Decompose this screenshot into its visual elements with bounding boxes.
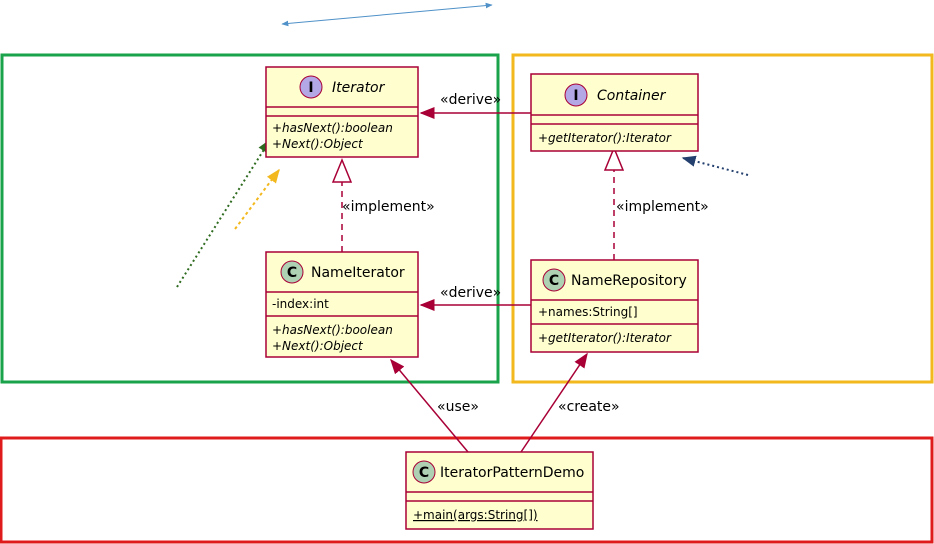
- interface-stereotype-icon: [564, 83, 588, 107]
- annotation-arrow-green: [176, 138, 271, 288]
- method-item: +Next():Object: [272, 339, 364, 353]
- method-item: +Next():Object: [272, 137, 364, 151]
- package-demo-frame: [0, 436, 934, 544]
- annotation-arrow-navy: [681, 155, 749, 176]
- class-name-iterator[interactable]: C NameIterator -index:int +hasNext():boo…: [265, 251, 419, 358]
- stereotype-letter: I: [573, 88, 578, 104]
- stereotype-letter: C: [287, 265, 297, 281]
- relation-label-create: «create»: [558, 399, 620, 415]
- class-container[interactable]: I Container +getIterator():Iterator: [530, 73, 699, 152]
- method-item: +main(args:String[]): [413, 508, 538, 522]
- realization-triangle-left: [331, 158, 353, 183]
- class-stereotype-icon: [280, 260, 304, 284]
- method-item: +getIterator():Iterator: [538, 131, 672, 145]
- stereotype-letter: I: [308, 80, 313, 96]
- stereotype-letter: C: [419, 465, 429, 481]
- class-stereotype-icon: [412, 460, 436, 484]
- relation-label-derive-top: «derive»: [440, 92, 501, 108]
- relation-label-use: «use»: [437, 399, 479, 415]
- method-item: +hasNext():boolean: [272, 121, 393, 135]
- method-item: +getIterator():Iterator: [538, 331, 672, 345]
- class-name: NameRepository: [571, 273, 687, 289]
- stereotype-letter: C: [549, 273, 559, 289]
- attribute-item: +names:String[]: [538, 305, 638, 319]
- annotation-arrow-blue: [281, 2, 493, 27]
- class-iterator[interactable]: I Iterator +hasNext():boolean +Next():Ob…: [265, 66, 419, 158]
- class-name: Iterator: [332, 80, 386, 96]
- relation-label-implement-right: «implement»: [616, 199, 709, 215]
- realization-triangle-right: [603, 146, 625, 171]
- package-container-frame: [511, 53, 934, 384]
- relation-label-derive-bottom: «derive»: [440, 285, 501, 301]
- class-stereotype-icon: [542, 268, 566, 292]
- relation-create: [520, 352, 588, 453]
- annotation-arrow-orange: [234, 168, 280, 230]
- method-item: +hasNext():boolean: [272, 323, 393, 337]
- interface-stereotype-icon: [299, 75, 323, 99]
- relation-use: [390, 358, 469, 453]
- attribute-item: -index:int: [272, 297, 329, 311]
- package-iterator-frame: [0, 53, 500, 384]
- relation-label-implement-left: «implement»: [342, 199, 435, 215]
- class-name: NameIterator: [311, 265, 405, 281]
- class-name: IteratorPatternDemo: [440, 465, 584, 481]
- class-name-repository[interactable]: C NameRepository +names:String[] +getIte…: [530, 259, 699, 353]
- class-name: Container: [597, 88, 667, 104]
- class-iterator-pattern-demo[interactable]: C IteratorPatternDemo +main(args:String[…: [405, 451, 594, 530]
